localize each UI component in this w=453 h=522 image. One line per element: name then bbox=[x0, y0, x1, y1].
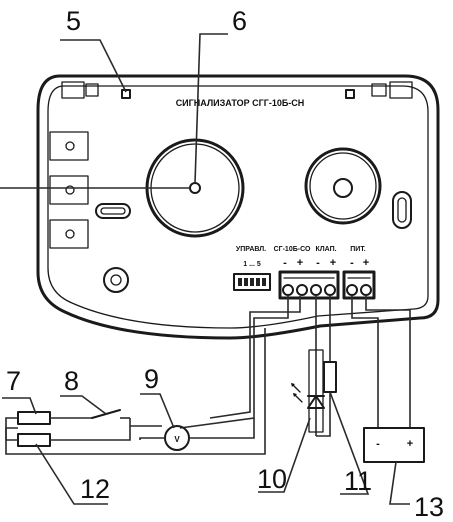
label-control-range: 1 ... 5 bbox=[243, 261, 261, 268]
svg-text:+: + bbox=[407, 438, 413, 450]
callout-9: 9 bbox=[144, 364, 159, 394]
sensor-large-center bbox=[189, 182, 201, 194]
voltmeter-symbol: V bbox=[174, 435, 180, 444]
mount-screw bbox=[103, 267, 129, 293]
terminal-block-power bbox=[342, 270, 376, 300]
side-block-1 bbox=[49, 131, 89, 161]
callout-12: 12 bbox=[80, 474, 110, 504]
voltmeter-9: V bbox=[139, 418, 255, 451]
switch-8 bbox=[91, 409, 162, 427]
device-title: СИГНАЛИЗАТОР СГГ-10Б-СН bbox=[176, 98, 305, 108]
buzzer-center bbox=[333, 178, 353, 198]
mount-slot-right bbox=[392, 191, 412, 229]
svg-text:-: - bbox=[316, 257, 320, 269]
callout-7: 7 bbox=[6, 366, 21, 396]
label-sensor: СГ-10Б-СО bbox=[274, 246, 311, 253]
notch-left bbox=[61, 81, 85, 99]
label-power: ПИТ. bbox=[350, 246, 366, 253]
callout-6: 6 bbox=[232, 6, 247, 36]
callout-5: 5 bbox=[66, 6, 81, 36]
svg-text:-: - bbox=[376, 438, 380, 450]
callout-11: 11 bbox=[344, 466, 372, 496]
buzzer bbox=[304, 147, 382, 225]
resistor-11 bbox=[323, 361, 337, 393]
notch-right bbox=[389, 81, 413, 99]
notch-right-inner bbox=[371, 83, 387, 97]
indicator-right bbox=[345, 89, 355, 99]
svg-text:-: - bbox=[350, 257, 354, 269]
label-valve: КЛАП. bbox=[315, 246, 336, 253]
svg-text:+: + bbox=[330, 257, 336, 269]
svg-text:-: - bbox=[283, 257, 287, 269]
mount-slot-left bbox=[95, 203, 131, 219]
led-10 bbox=[291, 349, 325, 433]
side-block-2 bbox=[49, 175, 89, 205]
indicator-left bbox=[121, 89, 131, 99]
device-housing: СИГНАЛИЗАТОР СГГ-10Б-СН УПРАВЛ. 1 ... 5 … bbox=[36, 74, 440, 340]
resistor-12 bbox=[17, 433, 51, 447]
side-screw-3 bbox=[65, 229, 75, 239]
resistor-7 bbox=[17, 411, 51, 425]
callout-13: 13 bbox=[414, 492, 444, 522]
control-connector bbox=[233, 273, 271, 291]
power-supply-13: - + bbox=[363, 427, 425, 463]
notch-left-inner bbox=[85, 83, 99, 97]
terminal-block-sensor-valve bbox=[278, 270, 340, 300]
side-screw-2 bbox=[65, 185, 75, 195]
side-screw-1 bbox=[65, 141, 75, 151]
side-block-3 bbox=[49, 219, 89, 249]
housing-inner bbox=[47, 85, 429, 329]
callout-10: 10 bbox=[257, 464, 287, 494]
label-control: УПРАВЛ. bbox=[236, 246, 266, 253]
callout-leaders bbox=[0, 33, 410, 505]
callout-8: 8 bbox=[64, 366, 79, 396]
svg-text:+: + bbox=[297, 257, 303, 269]
housing-outer bbox=[36, 74, 440, 340]
svg-text:+: + bbox=[363, 257, 369, 269]
